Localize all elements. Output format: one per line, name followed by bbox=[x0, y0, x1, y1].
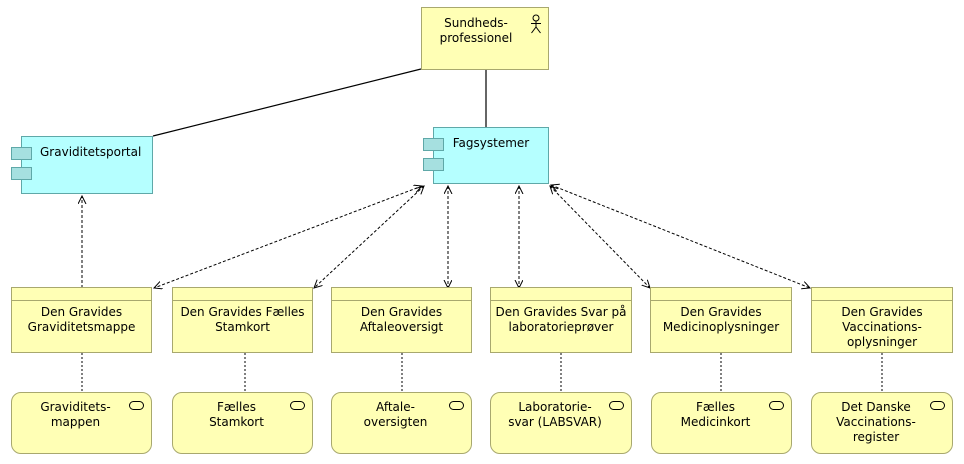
data-object-label: Den Gravides Graviditetsmappe bbox=[12, 301, 151, 335]
label-line: Graviditets- bbox=[40, 400, 111, 414]
data-object-header bbox=[12, 288, 151, 301]
label-line: Den Gravides bbox=[360, 305, 443, 319]
component-fagsystemer[interactable]: Fagsystemer bbox=[423, 127, 549, 184]
access-fagsystemer-stamkort bbox=[314, 186, 424, 288]
service-icon bbox=[290, 401, 305, 410]
component-icon bbox=[11, 167, 32, 180]
service-label: Fælles Medicinkort bbox=[652, 400, 771, 430]
label-line: Aftaleoversigt bbox=[359, 320, 444, 334]
component-label: Graviditetsportal bbox=[40, 145, 142, 159]
service-icon bbox=[449, 401, 464, 410]
label-line: mappen bbox=[50, 415, 101, 429]
data-object-faelles-stamkort[interactable]: Den Gravides Fælles Stamkort bbox=[172, 287, 313, 353]
service-labsvar[interactable]: Laboratorie- svar (LABSVAR) bbox=[490, 392, 632, 454]
label-line: Medicinoplysninger bbox=[662, 320, 780, 334]
service-label: Aftale- oversigten bbox=[332, 400, 451, 430]
label-line: Graviditetsmappe bbox=[27, 320, 136, 334]
data-object-vaccinationsoplysninger[interactable]: Den Gravides Vaccinations- oplysninger bbox=[811, 287, 953, 353]
data-object-laboratorieproever[interactable]: Den Gravides Svar på laboratorieprøver bbox=[490, 287, 632, 353]
label-line: oplysninger bbox=[846, 335, 918, 349]
actor-label-line1: Sundheds- bbox=[444, 16, 508, 30]
access-fagsystemer-vaccination bbox=[551, 185, 810, 288]
access-fagsystemer-graviditetsmappe bbox=[154, 186, 422, 288]
service-label: Laboratorie- svar (LABSVAR) bbox=[491, 400, 611, 430]
component-icon bbox=[423, 138, 444, 151]
label-line: Fælles bbox=[696, 400, 735, 414]
data-object-label: Den Gravides Medicinoplysninger bbox=[651, 301, 791, 335]
data-object-header bbox=[332, 288, 471, 301]
service-icon bbox=[609, 401, 624, 410]
actor-icon bbox=[531, 14, 541, 34]
label-line: register bbox=[852, 430, 900, 444]
service-faelles-stamkort[interactable]: Fælles Stamkort bbox=[172, 392, 313, 454]
service-label: Fælles Stamkort bbox=[173, 400, 292, 430]
actor-sundhedsprofessionel[interactable]: Sundheds- professionel bbox=[421, 7, 549, 70]
label-line: Stamkort bbox=[209, 415, 264, 429]
data-object-label: Den Gravides Svar på laboratorieprøver bbox=[491, 301, 631, 335]
service-label: Graviditets- mappen bbox=[12, 400, 131, 430]
label-line: Vaccinations- bbox=[842, 320, 922, 334]
service-faelles-medicinkort[interactable]: Fælles Medicinkort bbox=[651, 392, 792, 454]
data-object-label: Den Gravides Aftaleoversigt bbox=[332, 301, 471, 335]
data-object-medicinoplysninger[interactable]: Den Gravides Medicinoplysninger bbox=[650, 287, 792, 353]
actor-label: Sundheds- professionel bbox=[422, 16, 530, 46]
label-line: Den Gravides Fælles bbox=[180, 305, 305, 319]
data-object-header bbox=[491, 288, 631, 301]
label-line: Stamkort bbox=[215, 320, 270, 334]
data-object-label: Den Gravides Fælles Stamkort bbox=[173, 301, 312, 335]
data-object-header bbox=[812, 288, 952, 301]
label-line: Laboratorie- bbox=[518, 400, 592, 414]
service-icon bbox=[129, 401, 144, 410]
component-label: Fagsystemer bbox=[452, 136, 530, 150]
label-line: svar (LABSVAR) bbox=[508, 415, 602, 429]
label-line: Aftale- bbox=[376, 400, 415, 414]
service-icon bbox=[769, 401, 784, 410]
service-graviditetsmappen[interactable]: Graviditets- mappen bbox=[11, 392, 152, 454]
association-actor-portal bbox=[152, 68, 422, 137]
label-line: Medicinkort bbox=[680, 415, 751, 429]
label-line: Den Gravides bbox=[40, 305, 123, 319]
label-line: laboratorieprøver bbox=[508, 320, 614, 334]
label-line: Den Gravides bbox=[680, 305, 762, 319]
label-line: Det Danske bbox=[841, 400, 911, 414]
service-aftaleoversigten[interactable]: Aftale- oversigten bbox=[331, 392, 472, 454]
component-icon bbox=[423, 158, 444, 171]
actor-label-line2: professionel bbox=[439, 31, 513, 45]
label-line: oversigten bbox=[363, 415, 428, 429]
data-object-label: Den Gravides Vaccinations- oplysninger bbox=[812, 301, 952, 350]
service-vaccinationsregister[interactable]: Det Danske Vaccinations- register bbox=[811, 392, 953, 454]
data-object-header bbox=[651, 288, 791, 301]
label-line: Den Gravides bbox=[841, 305, 923, 319]
access-fagsystemer-medicin bbox=[550, 186, 650, 288]
label-line: Fælles bbox=[217, 400, 256, 414]
component-icon bbox=[11, 147, 32, 160]
data-object-graviditetsmappe[interactable]: Den Gravides Graviditetsmappe bbox=[11, 287, 152, 353]
data-object-aftaleoversigt[interactable]: Den Gravides Aftaleoversigt bbox=[331, 287, 472, 353]
service-icon bbox=[930, 401, 945, 410]
data-object-header bbox=[173, 288, 312, 301]
service-label: Det Danske Vaccinations- register bbox=[812, 400, 932, 445]
component-graviditetsportal[interactable]: Graviditetsportal bbox=[11, 136, 153, 194]
label-line: Den Gravides Svar på bbox=[495, 305, 627, 319]
label-line: Vaccinations- bbox=[836, 415, 916, 429]
